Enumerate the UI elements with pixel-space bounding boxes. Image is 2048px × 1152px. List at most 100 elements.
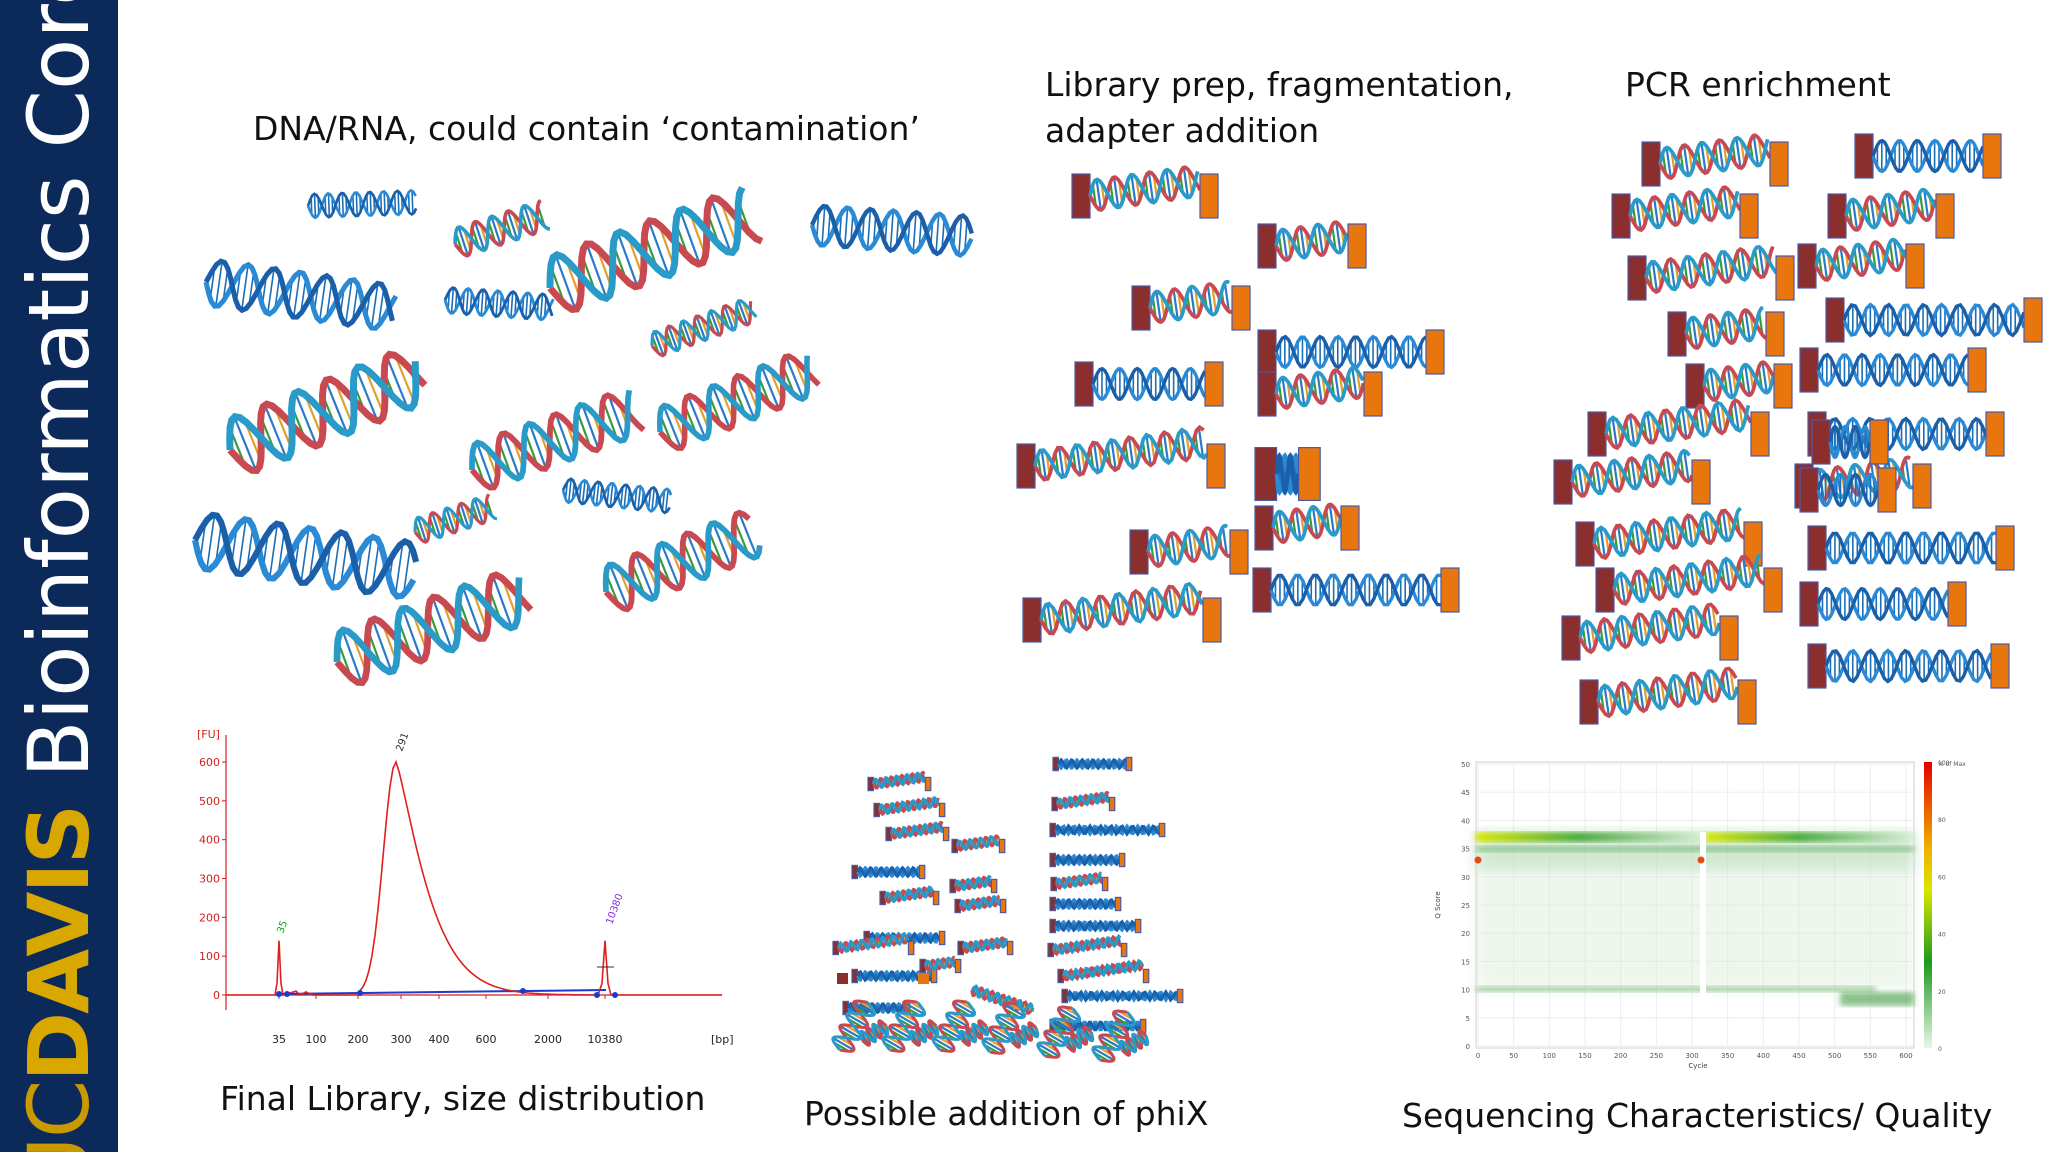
adapter-left-block <box>951 838 959 854</box>
y-tick-label: 50 <box>1461 761 1470 769</box>
y-tick-label: 45 <box>1461 789 1470 797</box>
y-tick-label: 500 <box>199 795 220 808</box>
outlier-point <box>1474 856 1482 864</box>
adapter-fragment <box>1854 133 2002 179</box>
x-tick-label: 300 <box>391 1033 412 1046</box>
adapter-left-block <box>851 864 859 880</box>
x-tick-label: 250 <box>1650 1052 1663 1060</box>
x-tick-label: 600 <box>476 1033 497 1046</box>
adapter-right-block <box>999 898 1007 914</box>
x-tick-label: 150 <box>1578 1052 1591 1060</box>
read-boundary <box>1700 832 1706 1012</box>
adapter-fragment <box>1061 988 1184 1004</box>
x-tick-label: 450 <box>1792 1052 1805 1060</box>
adapter-right-block <box>1114 896 1122 912</box>
adapter-right-block <box>1775 255 1795 301</box>
adapter-left-block <box>1797 243 1817 289</box>
y-tick-label: 30 <box>1461 874 1470 882</box>
adapter-right-block <box>1877 467 1897 513</box>
dna-helix-icon <box>333 571 534 687</box>
y-unit-label: [FU] <box>197 728 220 741</box>
x-tick-label: 100 <box>306 1033 327 1046</box>
adapter-fragment <box>1257 365 1383 417</box>
dna-helix-icon <box>1274 452 1301 496</box>
dna-helix-icon <box>856 865 920 879</box>
dna-helix-icon <box>1039 581 1205 636</box>
dna-helix-icon <box>1658 133 1772 180</box>
dna-helix-icon <box>1570 448 1694 498</box>
y-tick-label: 100 <box>199 950 220 963</box>
dna-helix-icon <box>1816 352 1970 388</box>
adapter-right-block <box>1982 133 2002 179</box>
adapter-left-block <box>1057 968 1065 984</box>
adapter-left-block <box>1049 918 1057 934</box>
adapter-left-block <box>837 973 848 984</box>
dna-helix-icon <box>831 999 877 1053</box>
adapter-right-block <box>1990 643 2010 689</box>
x-tick-label: 400 <box>1757 1052 1770 1060</box>
adapter-left-block <box>1825 297 1845 343</box>
dna-helix-icon <box>1061 958 1145 982</box>
dna-helix-icon <box>1628 185 1742 232</box>
adapter-fragment <box>1057 958 1150 984</box>
adapter-right-block <box>1231 285 1251 331</box>
x-tick-label: 200 <box>1614 1052 1627 1060</box>
y-tick-label: 400 <box>199 834 220 847</box>
dna-helix-icon <box>1702 360 1776 402</box>
dna-helix-icon <box>1842 302 2026 338</box>
x-tick-label: 200 <box>348 1033 369 1046</box>
dna-helix-icon <box>958 894 1001 912</box>
adapter-right-block <box>1425 329 1445 375</box>
dna-helix-icon <box>1592 506 1746 560</box>
y-axis-label: Q Score <box>1434 891 1442 918</box>
dna-helix-icon <box>1146 523 1233 569</box>
adapter-right-block <box>1995 525 2015 571</box>
adapter-left-block <box>1051 796 1059 812</box>
dna-helix-icon <box>561 477 673 515</box>
x-tick-label: 35 <box>272 1033 286 1046</box>
adapter-fragment <box>1553 448 1711 505</box>
adapter-fragment <box>1047 933 1128 958</box>
adapter-right-block <box>1101 876 1109 892</box>
adapter-left-block <box>832 940 840 956</box>
adapter-fragment <box>867 770 932 792</box>
adapter-left-block <box>1595 567 1615 613</box>
adapter-left-block <box>867 776 875 792</box>
adapter-fragment <box>1052 756 1133 772</box>
adapter-right-block <box>1118 852 1126 868</box>
adapter-fragment <box>1254 502 1360 551</box>
density-band <box>1706 832 1914 842</box>
adapter-left-block <box>1257 223 1277 269</box>
marker-point <box>276 991 282 997</box>
y-tick-label: 600 <box>199 756 220 769</box>
peak-label-library: 291 <box>394 731 411 753</box>
dna-helix-icon <box>809 203 974 259</box>
adapter-left-block <box>1799 467 1819 513</box>
dna-helix-icon <box>1054 823 1161 837</box>
dna-helix-icon <box>1064 1025 1095 1053</box>
adapter-fragment <box>1641 133 1789 187</box>
adapter-fragment <box>1587 397 1770 457</box>
adapter-left-block <box>954 898 962 914</box>
adapter-left-block <box>1854 133 1874 179</box>
adapter-right-block <box>1297 447 1321 502</box>
dna-helix-icon <box>1009 1021 1040 1049</box>
y-tick-label: 25 <box>1461 902 1470 910</box>
adapter-left-block <box>1799 347 1819 393</box>
legend-tick-label: 60 <box>1938 874 1946 881</box>
dna-helix-icon <box>1091 366 1207 402</box>
adapter-fragment <box>879 885 940 906</box>
x-tick-label: 400 <box>429 1033 450 1046</box>
dna-helix-icon <box>909 1019 940 1047</box>
adapter-left-block <box>1807 643 1827 689</box>
x-tick-label: 500 <box>1828 1052 1841 1060</box>
y-tick-label: 10 <box>1461 987 1470 995</box>
adapter-right-block <box>918 864 926 880</box>
adapter-left-block <box>1553 459 1573 505</box>
peak-label-lower-marker: 35 <box>275 919 290 935</box>
adapter-right-block <box>1006 940 1014 956</box>
dna-helix-icon <box>836 932 910 955</box>
adapter-fragment <box>885 820 950 842</box>
caption-final-library: Final Library, size distribution <box>220 1079 706 1118</box>
adapter-fragment <box>1807 643 2010 689</box>
